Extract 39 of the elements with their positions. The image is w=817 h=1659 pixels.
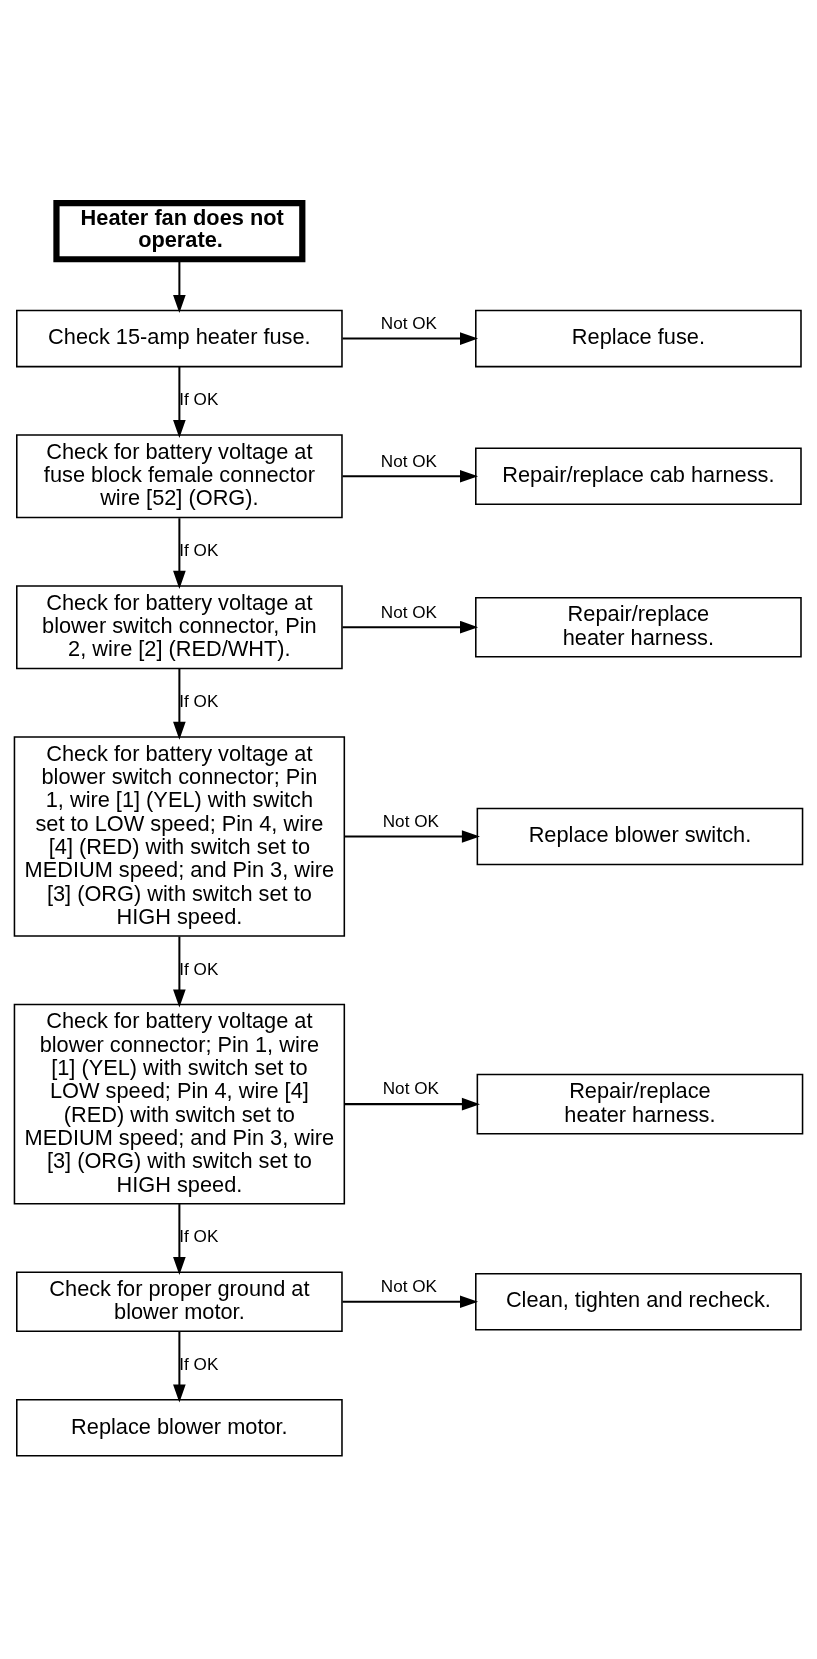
arrow (173, 259, 186, 313)
edge-label: Not OK (382, 1079, 439, 1099)
node-box: Check for battery voltage at blower connector; Pin 1, wire [1] (YEL) with switch set to LOW speed; Pin 4, wire [4] (RED) with switch set to MEDIUM speed; and Pin 3, wire [3] (ORG) with switch set to HIGH speed. (13, 1003, 346, 1205)
edge-label: If OK (179, 1354, 219, 1374)
node-box: Repair/replace cab harness. (475, 447, 802, 506)
arrow (173, 936, 186, 1008)
edge-label: If OK (179, 541, 219, 561)
edge-label: Not OK (380, 451, 437, 471)
edge-label: If OK (179, 1227, 219, 1247)
node-box: Check for battery voltage at blower switch connector; Pin 1, wire [1] (YEL) with switch set to LOW speed; Pin 4, wire [4] (RED) with switch set to MEDIUM speed; and Pin 3, wire [3] (ORG) with switch set to HIGH speed. (13, 736, 346, 937)
edge-label: If OK (179, 390, 219, 410)
arrow (342, 469, 479, 483)
arrow (173, 366, 186, 438)
node-box: Replace blower motor. (16, 1399, 343, 1457)
node-box: Check 15-amp heater fuse. (16, 309, 343, 368)
node-box: Heater fan does not operate. (53, 200, 306, 263)
edge-label: If OK (179, 692, 219, 712)
edge-label: Not OK (380, 313, 437, 333)
edge-label: Not OK (380, 1277, 437, 1297)
edge-label: Not OK (380, 602, 437, 622)
arrow (173, 518, 186, 589)
edge-label: Not OK (382, 811, 439, 831)
node-box: Clean, tighten and recheck. (475, 1272, 802, 1331)
node-box: Check for battery voltage at fuse block female connector wire [52] (ORG). (16, 434, 343, 519)
node-box: Replace fuse. (475, 309, 802, 368)
node-box: Repair/replace heater harness. (476, 1073, 804, 1135)
node-box: Check for proper ground at blower motor. (16, 1271, 343, 1333)
arrow (342, 1295, 479, 1309)
arrow (344, 1097, 480, 1111)
arrow (342, 332, 479, 345)
arrow (173, 668, 186, 740)
node-box: Replace blower switch. (476, 807, 804, 866)
arrow (344, 830, 480, 843)
arrow (342, 620, 479, 634)
node-box: Check for battery voltage at blower switch connector, Pin 2, wire [2] (RED/WHT). (16, 585, 343, 670)
arrow (173, 1331, 186, 1403)
arrow (173, 1204, 186, 1275)
node-box: Repair/replace heater harness. (475, 596, 802, 658)
edge-label: If OK (179, 959, 219, 979)
